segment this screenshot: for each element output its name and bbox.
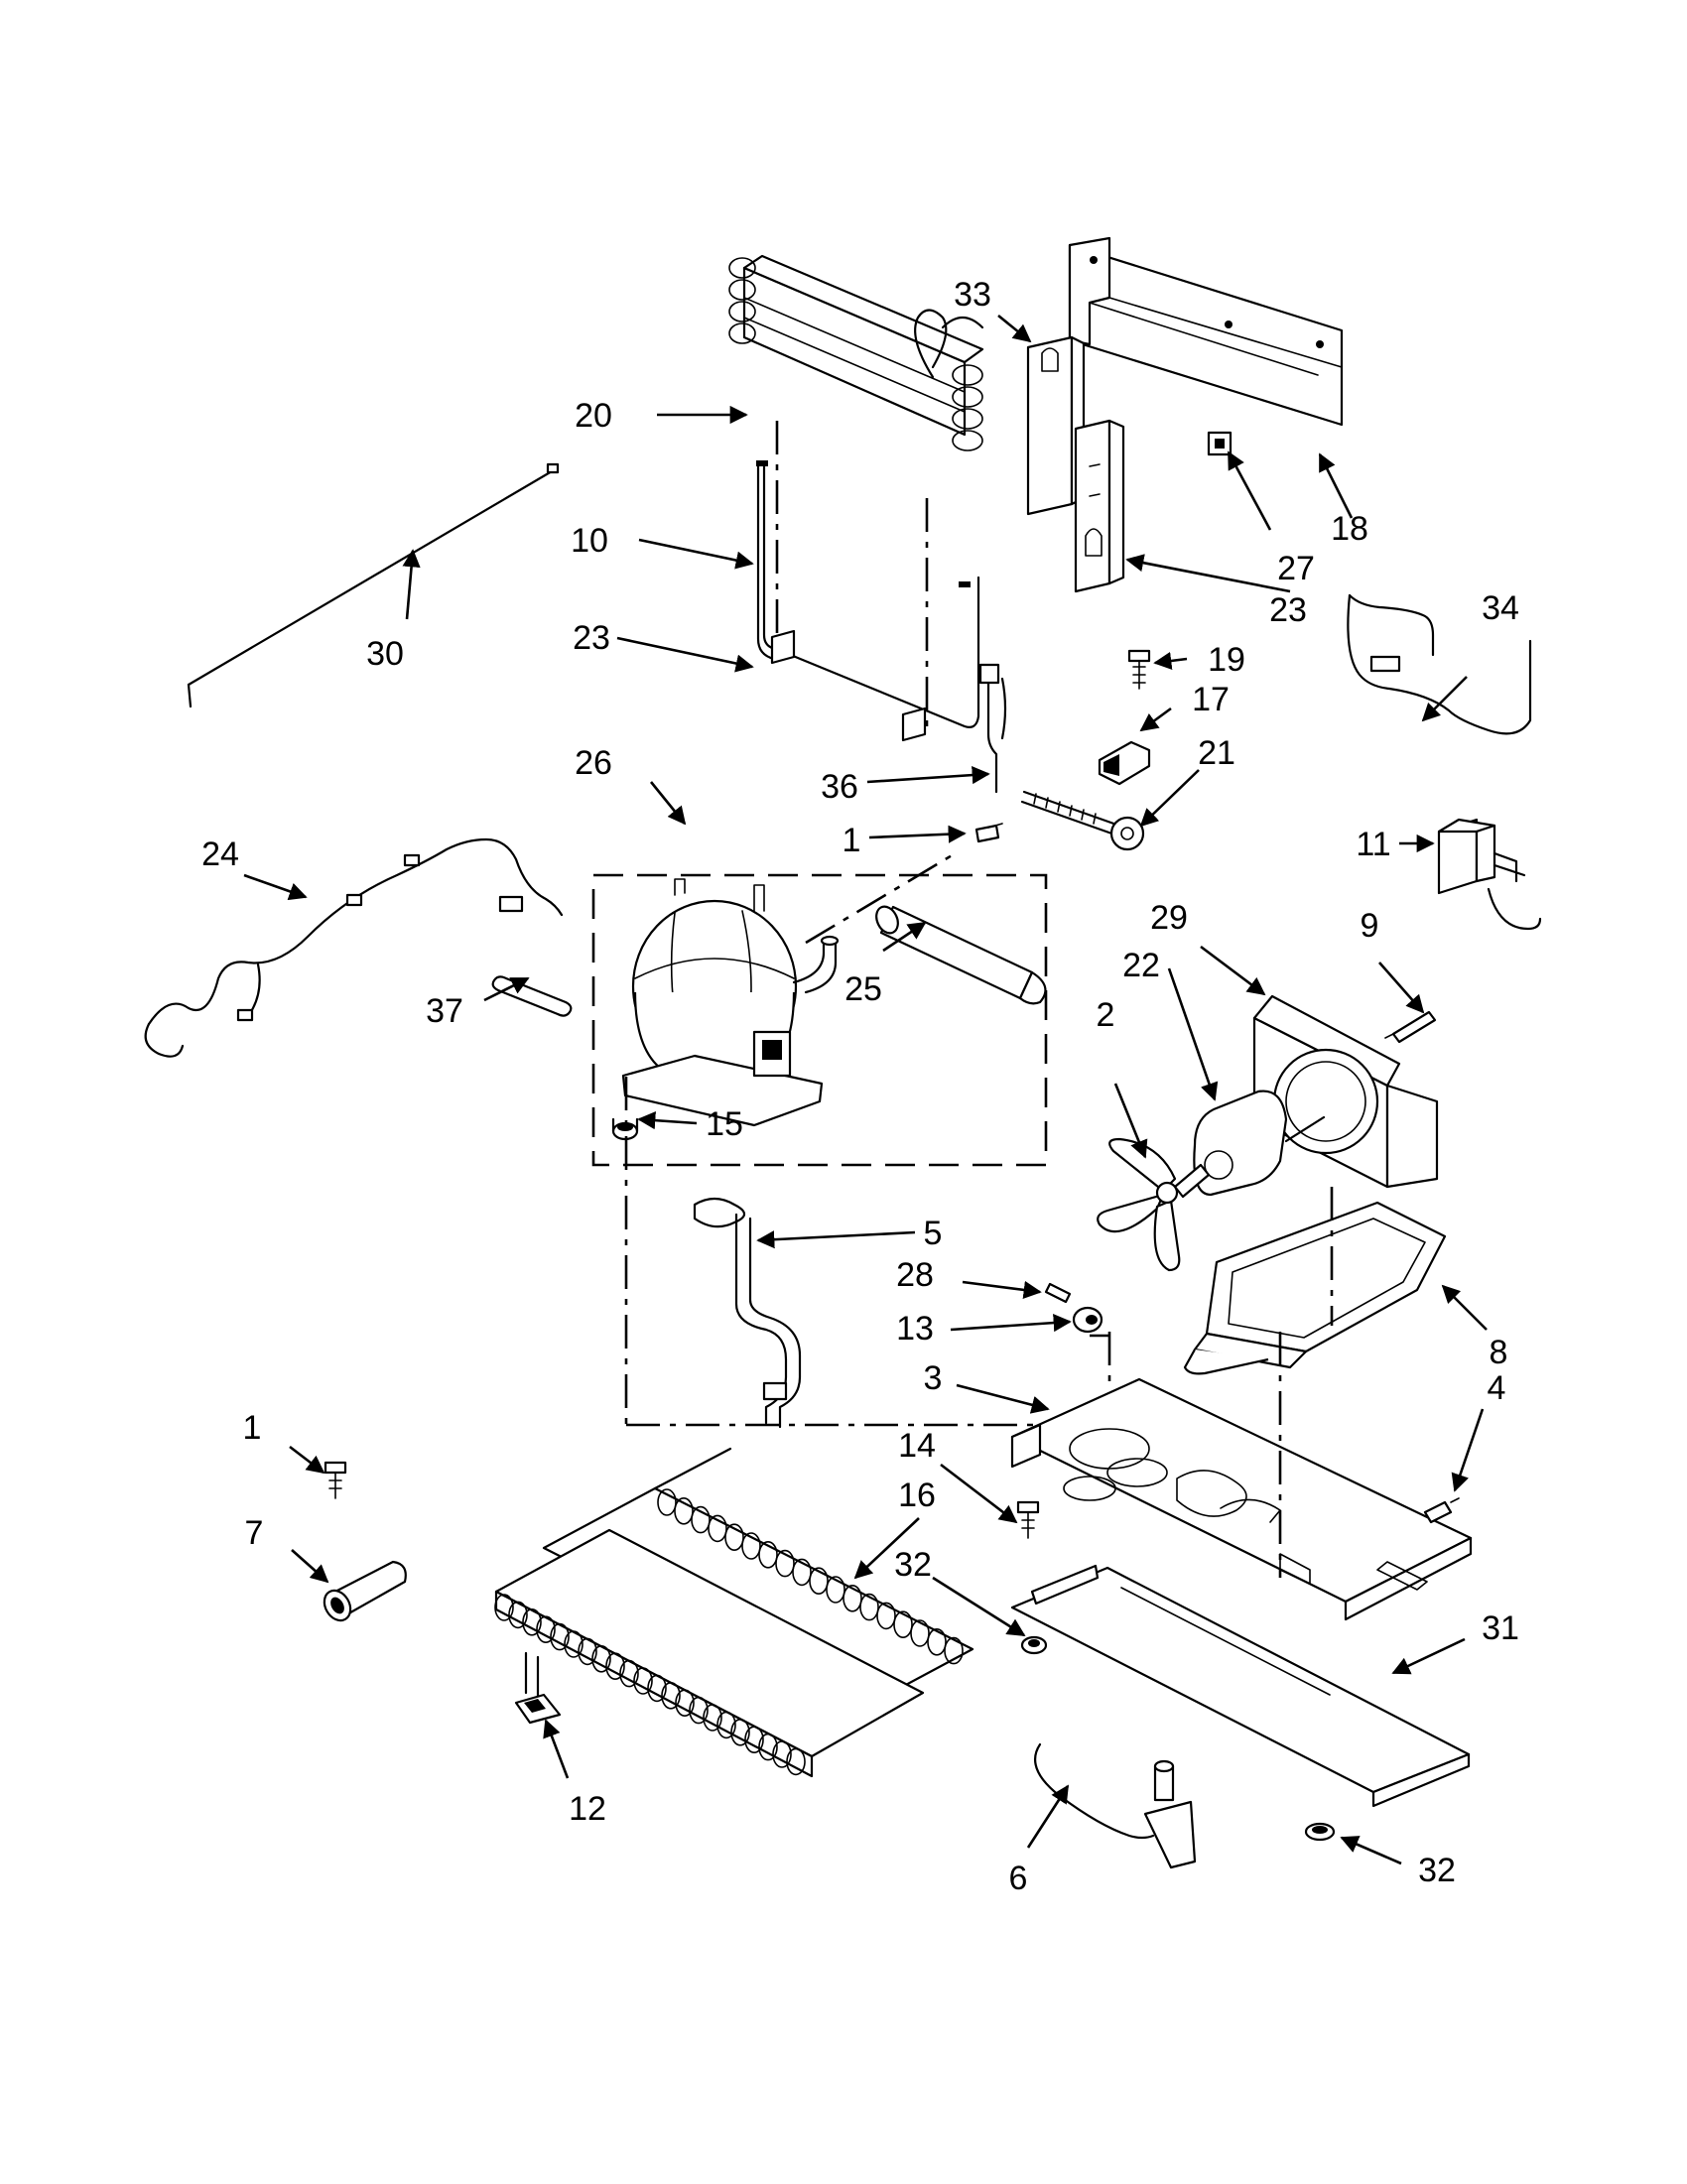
callout-36: 36: [821, 768, 858, 806]
part-29-fan-shroud: [1252, 994, 1439, 1189]
part-20-evaporator-coil: [728, 254, 984, 451]
callout-6: 6: [1009, 1860, 1028, 1897]
callout-8: 8: [1490, 1334, 1508, 1371]
callout-16: 16: [898, 1477, 936, 1514]
callout-23b: 23: [573, 619, 610, 657]
part-21-harness: [1020, 790, 1145, 851]
part-34-tubing: [1347, 593, 1532, 735]
callout-numbers: 33 20 18 27 23 10 23 30 34 19 17 21 26 3…: [201, 276, 1519, 1897]
part-28-pin: [1044, 1282, 1072, 1304]
callout-15: 15: [706, 1105, 743, 1143]
callout-32a: 32: [894, 1546, 932, 1584]
callout-29: 29: [1150, 899, 1188, 937]
callout-1a: 1: [843, 822, 861, 859]
part-31-lower-panel: [1010, 1564, 1471, 1808]
callout-19: 19: [1208, 641, 1245, 679]
part-32-foot-lower: [1304, 1822, 1336, 1842]
callout-37: 37: [426, 992, 463, 1030]
part-1-screw-lower: [324, 1461, 347, 1499]
part-37-strap: [491, 975, 573, 1017]
callout-14: 14: [898, 1427, 936, 1465]
callout-arrows: [243, 314, 1488, 1865]
part-22-fan-motor: [1193, 1090, 1326, 1197]
callout-2: 2: [1097, 996, 1115, 1034]
part-25-drier: [875, 905, 1047, 1005]
part-13-grommet: [1072, 1306, 1103, 1334]
part-32-foot-upper: [1020, 1635, 1048, 1655]
part-27-clip: [1207, 431, 1233, 456]
callout-4: 4: [1488, 1369, 1506, 1407]
callout-7: 7: [245, 1514, 264, 1552]
part-15-grommet: [611, 1117, 639, 1141]
callout-3: 3: [924, 1359, 943, 1397]
callout-13: 13: [896, 1310, 934, 1348]
callout-27: 27: [1277, 550, 1315, 587]
part-7-foam-plug: [323, 1560, 407, 1622]
callout-25: 25: [844, 970, 882, 1008]
assembly-guide-lines: [624, 421, 1334, 1578]
part-14-screw: [1016, 1500, 1040, 1539]
part-11-relay: [1437, 818, 1542, 931]
part-4-screw: [1423, 1497, 1460, 1524]
part-9-screw: [1384, 1010, 1437, 1044]
part-12-clip: [514, 1693, 562, 1725]
callout-20: 20: [575, 397, 612, 435]
part-18-bracket-box: [1068, 236, 1344, 427]
callout-34: 34: [1482, 589, 1519, 627]
callout-30: 30: [366, 635, 404, 673]
callout-33: 33: [954, 276, 991, 314]
part-17-clip: [1098, 740, 1151, 786]
callout-1b: 1: [243, 1409, 262, 1447]
callout-5: 5: [924, 1215, 943, 1252]
part-10-defrost-heater: [756, 460, 980, 742]
part-1-screw-upper: [974, 823, 1003, 843]
callout-17: 17: [1192, 681, 1230, 718]
callout-9: 9: [1361, 907, 1379, 945]
callout-26: 26: [575, 744, 612, 782]
part-24-wire-harness: [144, 837, 564, 1058]
part-36-defrost-thermostat: [978, 663, 1007, 794]
callout-24: 24: [201, 835, 239, 873]
part-23-mounting-plate: [1074, 419, 1125, 593]
callout-28: 28: [896, 1256, 934, 1294]
part-19-screw: [1127, 649, 1151, 690]
callout-23a: 23: [1269, 591, 1307, 629]
callout-21: 21: [1198, 734, 1235, 772]
callout-10: 10: [571, 522, 608, 560]
callout-18: 18: [1331, 510, 1368, 548]
callout-11: 11: [1356, 826, 1390, 863]
part-2-fan-blade: [1097, 1137, 1211, 1272]
callout-12: 12: [569, 1790, 606, 1828]
part-5-tube: [693, 1197, 802, 1429]
part-16-condenser: [494, 1447, 974, 1778]
callout-31: 31: [1482, 1609, 1519, 1647]
part-30-wire: [187, 462, 560, 708]
part-26-compressor-group: [591, 873, 1048, 1167]
callout-32b: 32: [1418, 1852, 1456, 1889]
part-3-base-plate: [1010, 1377, 1473, 1621]
part-6-sensor: [1034, 1742, 1197, 1869]
part-8-drain-tray: [1183, 1201, 1447, 1375]
callout-22: 22: [1122, 947, 1160, 984]
